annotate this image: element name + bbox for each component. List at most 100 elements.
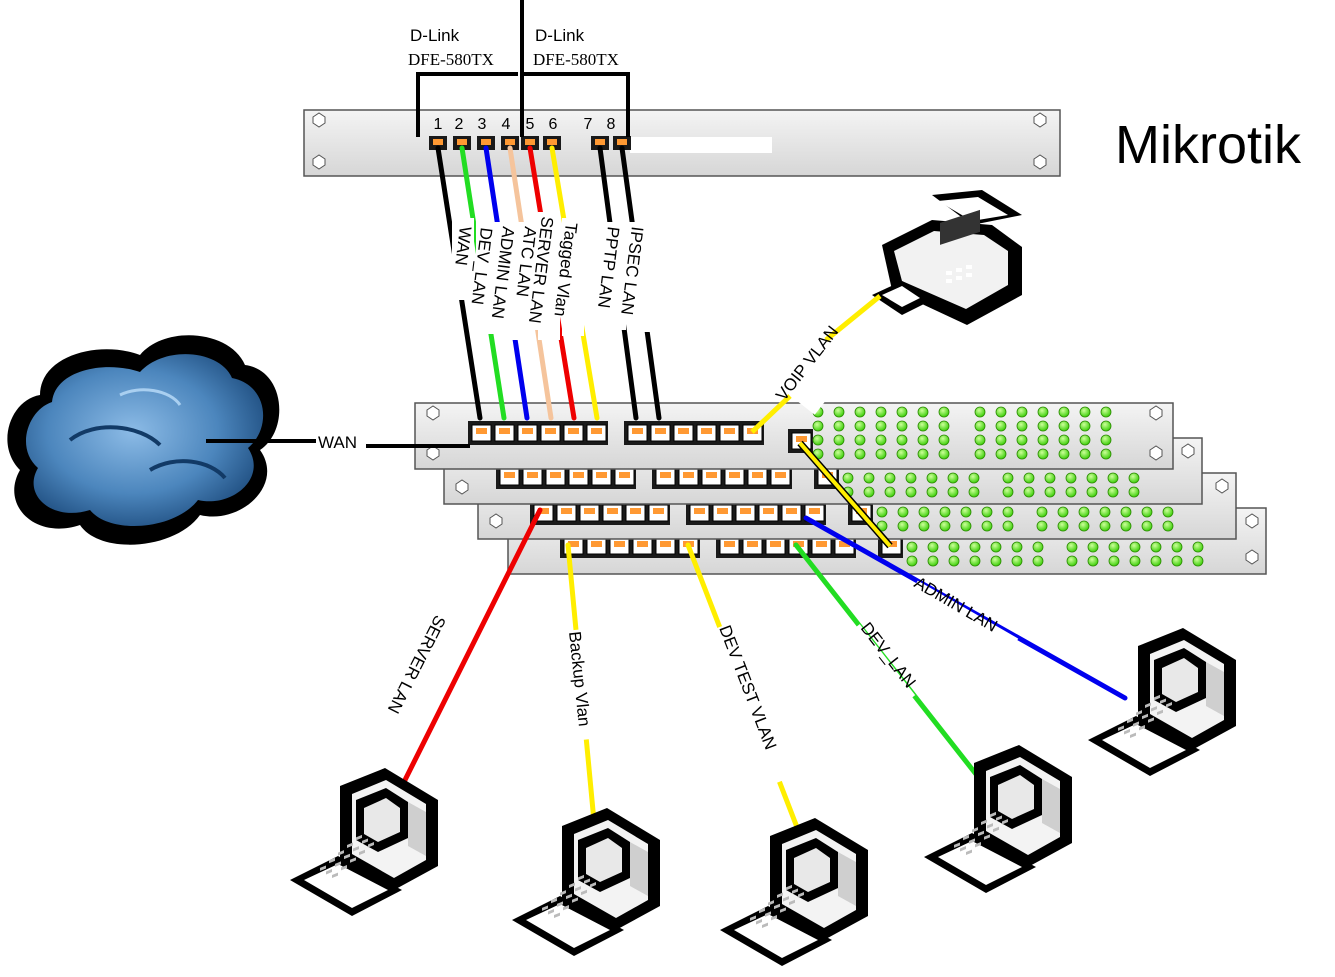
- keyboard-key: [987, 823, 993, 829]
- switch-port-pins: [653, 508, 664, 514]
- status-led: [1099, 520, 1111, 532]
- status-led: [1141, 520, 1153, 532]
- nic-right-bracket: [522, 72, 630, 137]
- keyboard-key: [990, 811, 996, 818]
- status-led: [833, 448, 845, 460]
- status-led: [1192, 555, 1204, 567]
- keyboard-key: [326, 869, 332, 875]
- router-port: [501, 136, 519, 150]
- port-bank: [686, 501, 826, 525]
- keyboard-key: [786, 884, 792, 891]
- keyboard-key: [320, 865, 326, 871]
- status-led: [854, 448, 866, 460]
- status-led: [1036, 506, 1048, 518]
- status-led: [896, 420, 908, 432]
- keyboard-key: [1160, 698, 1166, 704]
- keyboard-key: [575, 886, 581, 892]
- switch-port-pins: [816, 541, 827, 547]
- monitor-screen: [1162, 658, 1198, 702]
- status-led: [854, 420, 866, 432]
- cloud-icon: [7, 335, 280, 545]
- keyboard-key: [344, 853, 350, 860]
- status-led: [1162, 520, 1174, 532]
- router-port: [429, 136, 447, 150]
- keyboard-key: [969, 838, 975, 844]
- keyboard-key: [1124, 729, 1130, 735]
- switch-port-pins: [550, 472, 561, 478]
- status-led: [1171, 541, 1183, 553]
- status-led: [884, 472, 896, 484]
- switch-port-pins: [740, 508, 751, 514]
- keyboard-key: [551, 897, 557, 904]
- keyboard-key: [1136, 710, 1142, 716]
- status-led: [1108, 541, 1120, 553]
- router-port: [453, 136, 471, 150]
- led-grid: [1002, 472, 1140, 498]
- keyboard: [1102, 724, 1186, 768]
- status-led: [1065, 472, 1077, 484]
- status-led: [938, 420, 950, 432]
- switch-port-pins: [763, 508, 774, 514]
- status-led: [1079, 420, 1091, 432]
- status-led: [1016, 420, 1028, 432]
- switch-port-pins: [584, 508, 595, 514]
- keyboard-key: [789, 899, 795, 906]
- status-led: [897, 506, 909, 518]
- status-led: [1058, 434, 1070, 446]
- port-bank: [468, 421, 608, 445]
- status-led: [905, 472, 917, 484]
- switch-port-pins: [591, 428, 602, 434]
- status-led: [1065, 486, 1077, 498]
- status-led: [863, 486, 875, 498]
- status-led: [1079, 434, 1091, 446]
- led-grid: [876, 506, 1014, 532]
- keyboard-key: [581, 889, 587, 896]
- switch-port-pins: [775, 472, 786, 478]
- port-bank: [624, 421, 764, 445]
- switch-port-pins: [683, 472, 694, 478]
- router-title: Mikrotik: [1115, 115, 1302, 175]
- status-led: [1044, 472, 1056, 484]
- status-led: [1078, 520, 1090, 532]
- status-led: [875, 448, 887, 460]
- led-grid: [842, 472, 980, 498]
- router-port: [591, 136, 609, 150]
- status-led: [995, 434, 1007, 446]
- port-number-6: 6: [549, 116, 558, 133]
- keyboard-key: [777, 892, 783, 898]
- status-led: [1032, 555, 1044, 567]
- status-led: [917, 434, 929, 446]
- keyboard-key: [984, 834, 990, 840]
- switch-port-pins: [701, 428, 712, 434]
- router-port: [477, 136, 495, 150]
- pc-side: [838, 852, 856, 906]
- router-port-numbers: 1 2 3 4 5 6 7 8: [434, 116, 616, 133]
- status-led: [974, 406, 986, 418]
- uplink-label-wan: WAN: [451, 226, 475, 267]
- switch-port-pins: [724, 428, 735, 434]
- status-led: [1058, 406, 1070, 418]
- router-port: [521, 136, 539, 150]
- switch-port-pins: [770, 541, 781, 547]
- keyboard-key: [338, 850, 344, 856]
- status-led: [1011, 541, 1023, 553]
- keyboard-key: [332, 872, 338, 879]
- status-led: [968, 472, 980, 484]
- computer-icon-backup-vlan: [512, 808, 660, 956]
- keyboard-key: [356, 834, 362, 841]
- status-led: [960, 506, 972, 518]
- status-led: [990, 541, 1002, 553]
- router-port: [543, 136, 561, 150]
- status-led: [906, 541, 918, 553]
- router-port-pins: [481, 139, 491, 145]
- switch-port-pins: [591, 541, 602, 547]
- switch-port-pins: [596, 472, 607, 478]
- status-led: [1128, 472, 1140, 484]
- switch-port-pins: [476, 428, 487, 434]
- status-led: [812, 434, 824, 446]
- keyboard-key: [975, 841, 981, 848]
- status-led: [969, 541, 981, 553]
- status-led: [1066, 555, 1078, 567]
- keyboard-key: [759, 907, 765, 914]
